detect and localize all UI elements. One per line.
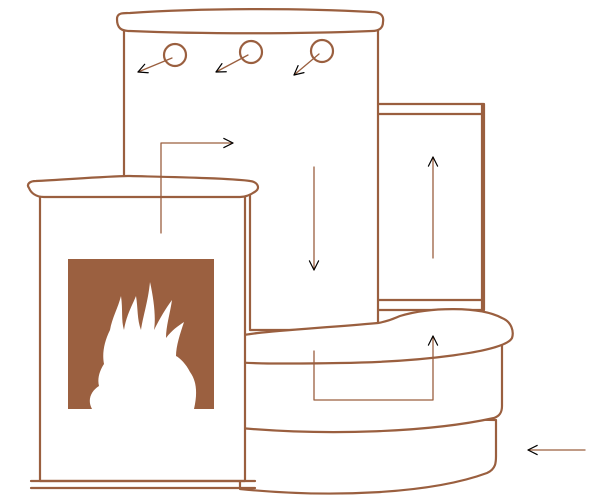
side-flue-chamber (376, 104, 484, 310)
heated-bench (222, 309, 512, 493)
fire-window (68, 259, 214, 409)
